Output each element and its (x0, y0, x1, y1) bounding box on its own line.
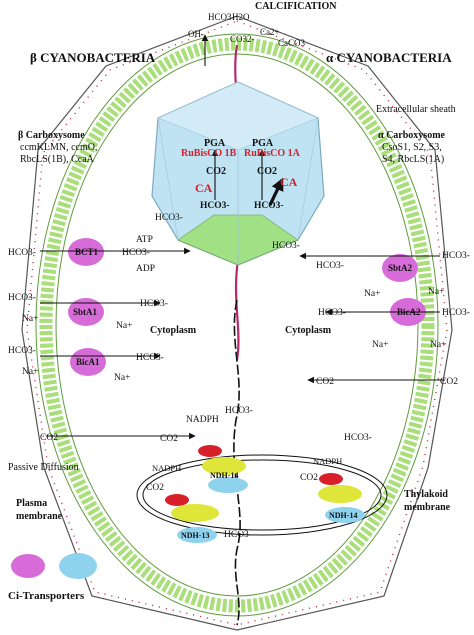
bica2-hco3-in: HCO3- (318, 308, 346, 318)
sbta1-na-in: Na+ (116, 321, 132, 331)
hco3-carboxysome-right: HCO3- (254, 201, 284, 211)
ca-right: CA (280, 175, 298, 189)
alpha-carboxysome-genes-1: CsoS1, S2, S3, (382, 142, 442, 153)
co2-in-right: CO2 (316, 377, 334, 387)
co2-outside-left: CO2 (40, 433, 58, 443)
calc-co3: CO32- (230, 34, 255, 44)
co2-mid-left: CO2 (146, 483, 164, 493)
hco3-in-right: HCO3- (272, 241, 300, 251)
ndh-complex-left (165, 494, 219, 543)
calc-ca: Ca2+ (260, 27, 280, 37)
thylakoid-label-1: Thylakoid (404, 489, 448, 500)
calcification-label: CALCIFICATION (255, 1, 337, 12)
co2-ndh-top: CO2 (160, 434, 178, 444)
alpha-carboxysome-genes-2: S4, RbcLS(1A) (382, 154, 444, 165)
alpha-heading: α CYANOBACTERIA (326, 50, 452, 65)
ci-transporters-label: Ci-Transporters (8, 590, 85, 602)
sbta1-label: SbtA1 (73, 307, 98, 317)
sbta1-transporter (68, 298, 104, 326)
ndh-complex-right (318, 473, 365, 523)
hco3-in-left: HCO3- (155, 213, 183, 223)
sbta1-hco3-in: HCO3- (140, 299, 168, 309)
hco3-bottom-left: HCO3- (224, 530, 252, 540)
passive-diffusion-label: Passive Diffusion (8, 462, 79, 473)
calc-oh: OH- (188, 29, 204, 39)
thylakoid-membrane (136, 454, 388, 536)
plasma-membrane-label-1: Plasma (16, 498, 47, 509)
hco3-ndh-top: HCO3- (225, 406, 253, 416)
sbta2-na-in: Na+ (364, 289, 380, 299)
extracellular-sheath (21, 15, 453, 631)
plasma-membrane-label-2: membrane (16, 511, 63, 522)
calc-caco3: CaCO3 (278, 38, 306, 48)
rubisco-1b-label: RuBisCO 1B (181, 148, 237, 159)
co2-ndh-right: CO2 (300, 473, 318, 483)
calc-hco3: HCO3- (208, 12, 235, 22)
alpha-carboxysome-title: α Carboxysome (378, 130, 446, 141)
co2-left: CO2 (206, 166, 226, 177)
pga-right: PGA (252, 138, 274, 149)
beta-carboxysome-genes-2: RbcLS(1B), CcaA (20, 154, 95, 165)
ci-transporters-legend (11, 553, 97, 579)
sbta2-transporter (382, 254, 418, 282)
sbta1-hco3-out: HCO3- (8, 293, 36, 303)
bica1-label: BicA1 (76, 357, 100, 367)
cytoplasm-left: Cytoplasm (150, 325, 197, 336)
sbta2-label: SbtA2 (388, 263, 413, 273)
atp-label: ATP (136, 235, 153, 245)
sheath-label: Extracellular sheath (376, 104, 456, 115)
carboxysome (151, 81, 325, 266)
calc-h2o: H2O (232, 12, 250, 22)
ndh13-left-label: NDH-13 (181, 531, 209, 540)
bica1-hco3-in: HCO3- (136, 353, 164, 363)
co2-out-right: CO2 (440, 377, 458, 387)
bica2-label: BicA2 (397, 307, 421, 317)
nadph-top: NADPH (186, 415, 219, 425)
bica1-na-out: Na+ (22, 367, 38, 377)
hco3-ndh-right: HCO3- (344, 433, 372, 443)
nadph-left: NADPH (152, 463, 181, 473)
bct1-hco3-in: HCO3- (122, 248, 150, 258)
rubisco-1a-label: RuBisCO 1A (244, 148, 301, 159)
bica1-na-in: Na+ (114, 373, 130, 383)
beta-carboxysome-genes-1: ccmKLMN, ccmO, (20, 142, 97, 153)
ca-left: CA (195, 181, 213, 195)
bica1-hco3-out: HCO3- (8, 346, 36, 356)
pga-left: PGA (204, 138, 226, 149)
ndh-complex-top (198, 445, 248, 493)
ndh14-top-label: NDH-14 (210, 471, 238, 480)
co2-right: CO2 (257, 166, 277, 177)
bct1-label: BCT1 (75, 247, 99, 257)
bct1-hco3-out: HCO3- (8, 248, 36, 258)
beta-carboxysome-title: β Carboxysome (18, 130, 85, 141)
ndh14-right-label: NDH-14 (329, 511, 357, 520)
sbta2-hco3-out: HCO3- (442, 251, 470, 261)
beta-heading: β CYANOBACTERIA (30, 50, 156, 65)
sbta1-na-out: Na+ (22, 314, 38, 324)
cytoplasm-right: Cytoplasm (285, 325, 332, 336)
thylakoid-label-2: membrane (404, 502, 451, 513)
ca-conversion-arrow (268, 177, 284, 206)
bct1-transporter (68, 238, 104, 266)
bica2-hco3-out: HCO3- (442, 308, 470, 318)
sbta2-na-out: Na+ (428, 287, 444, 297)
bica1-transporter (70, 348, 106, 376)
hco3-carboxysome-left: HCO3- (200, 201, 230, 211)
bica2-na-in: Na+ (372, 340, 388, 350)
nadph-right: NADPH (313, 456, 342, 466)
plasma-membrane (35, 33, 439, 617)
bica2-na-out: Na+ (430, 340, 446, 350)
sbta2-hco3-in: HCO3- (316, 261, 344, 271)
adp-label: ADP (136, 264, 155, 274)
